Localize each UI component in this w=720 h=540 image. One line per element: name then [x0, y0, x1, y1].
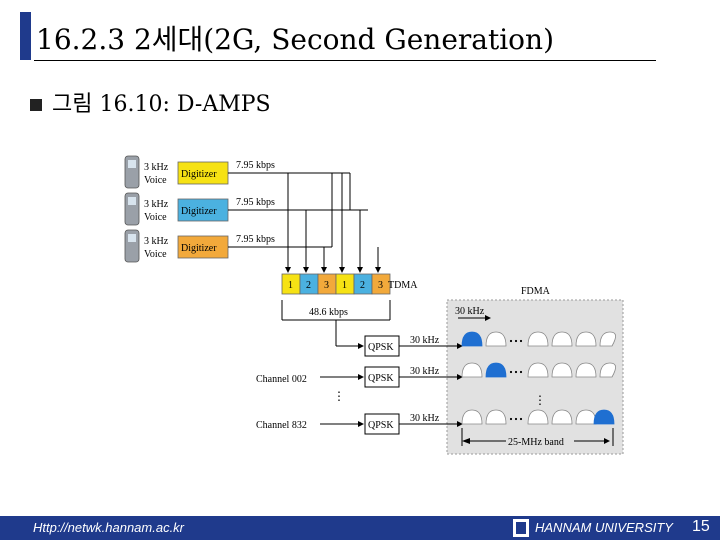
qpsk-label-1: QPSK: [368, 342, 394, 353]
bullet-text: 그림 16.10: D-AMPS: [52, 92, 271, 117]
slot-label-6: 3: [378, 280, 383, 291]
rate-label-1: 7.95 kbps: [236, 160, 275, 171]
d-amps-diagram: 3 kHz Voice 3 kHz Voice 3 kHz Voice Digi…: [124, 155, 624, 455]
band-label-3: 30 kHz: [410, 413, 440, 424]
digitizer-label-2: Digitizer: [181, 206, 217, 217]
slot-label-3: 3: [324, 280, 329, 291]
rate-label-2: 7.95 kbps: [236, 197, 275, 208]
title-underline: [34, 60, 656, 61]
slot-label-1: 1: [288, 280, 293, 291]
digitizer-label-1: Digitizer: [181, 169, 217, 180]
bullet-square-icon: [30, 99, 42, 111]
digitizer-label-3: Digitizer: [181, 243, 217, 254]
title-accent-bar: [20, 12, 31, 60]
tdma-label: TDMA: [388, 280, 418, 291]
fdma-band-width-label: 30 kHz: [455, 306, 485, 317]
slot-label-4: 1: [342, 280, 347, 291]
page-number: 15: [692, 518, 710, 535]
footer-university: HANNAM UNIVERSITY: [535, 520, 673, 535]
phone-icon-1: [124, 155, 140, 189]
qpsk-label-3: QPSK: [368, 420, 394, 431]
slot-6: [371, 273, 391, 295]
lobe-ellipses: [509, 339, 523, 421]
channel-832-label: Channel 832: [256, 420, 307, 431]
bullet-item: 그림 16.10: D-AMPS: [30, 86, 271, 118]
vertical-ellipsis-left: ⋮: [333, 389, 345, 403]
qpsk-label-2: QPSK: [368, 373, 394, 384]
lobe-active-3: [593, 409, 615, 425]
band-label-1: 30 kHz: [410, 335, 440, 346]
rate-48-label: 48.6 kbps: [309, 307, 348, 318]
voice-khz-label-3: 3 kHz: [144, 236, 169, 247]
phone-icon-3: [124, 229, 140, 263]
voice-label-2: Voice: [144, 212, 167, 223]
footer-bar: [0, 516, 720, 540]
channel-002-label: Channel 002: [256, 374, 307, 385]
slot-label-2: 2: [306, 280, 311, 291]
voice-khz-label-1: 3 kHz: [144, 162, 169, 173]
fdma-label: FDMA: [521, 286, 551, 297]
slide-title: 16.2.3 2세대(2G, Second Generation): [36, 23, 554, 56]
voice-khz-label-2: 3 kHz: [144, 199, 169, 210]
vertical-ellipsis-right: ⋮: [534, 393, 546, 407]
lobe-active-2: [485, 362, 507, 378]
phone-icon-2: [124, 192, 140, 226]
lobe-active-1: [461, 331, 483, 347]
footer-url[interactable]: Http://netwk.hannam.ac.kr: [33, 520, 185, 535]
slot-label-5: 2: [360, 280, 365, 291]
voice-label-1: Voice: [144, 175, 167, 186]
rate-label-3: 7.95 kbps: [236, 234, 275, 245]
band-label-2: 30 kHz: [410, 366, 440, 377]
voice-label-3: Voice: [144, 249, 167, 260]
total-band-label: 25-MHz band: [508, 437, 564, 448]
university-logo-icon: [513, 519, 529, 537]
